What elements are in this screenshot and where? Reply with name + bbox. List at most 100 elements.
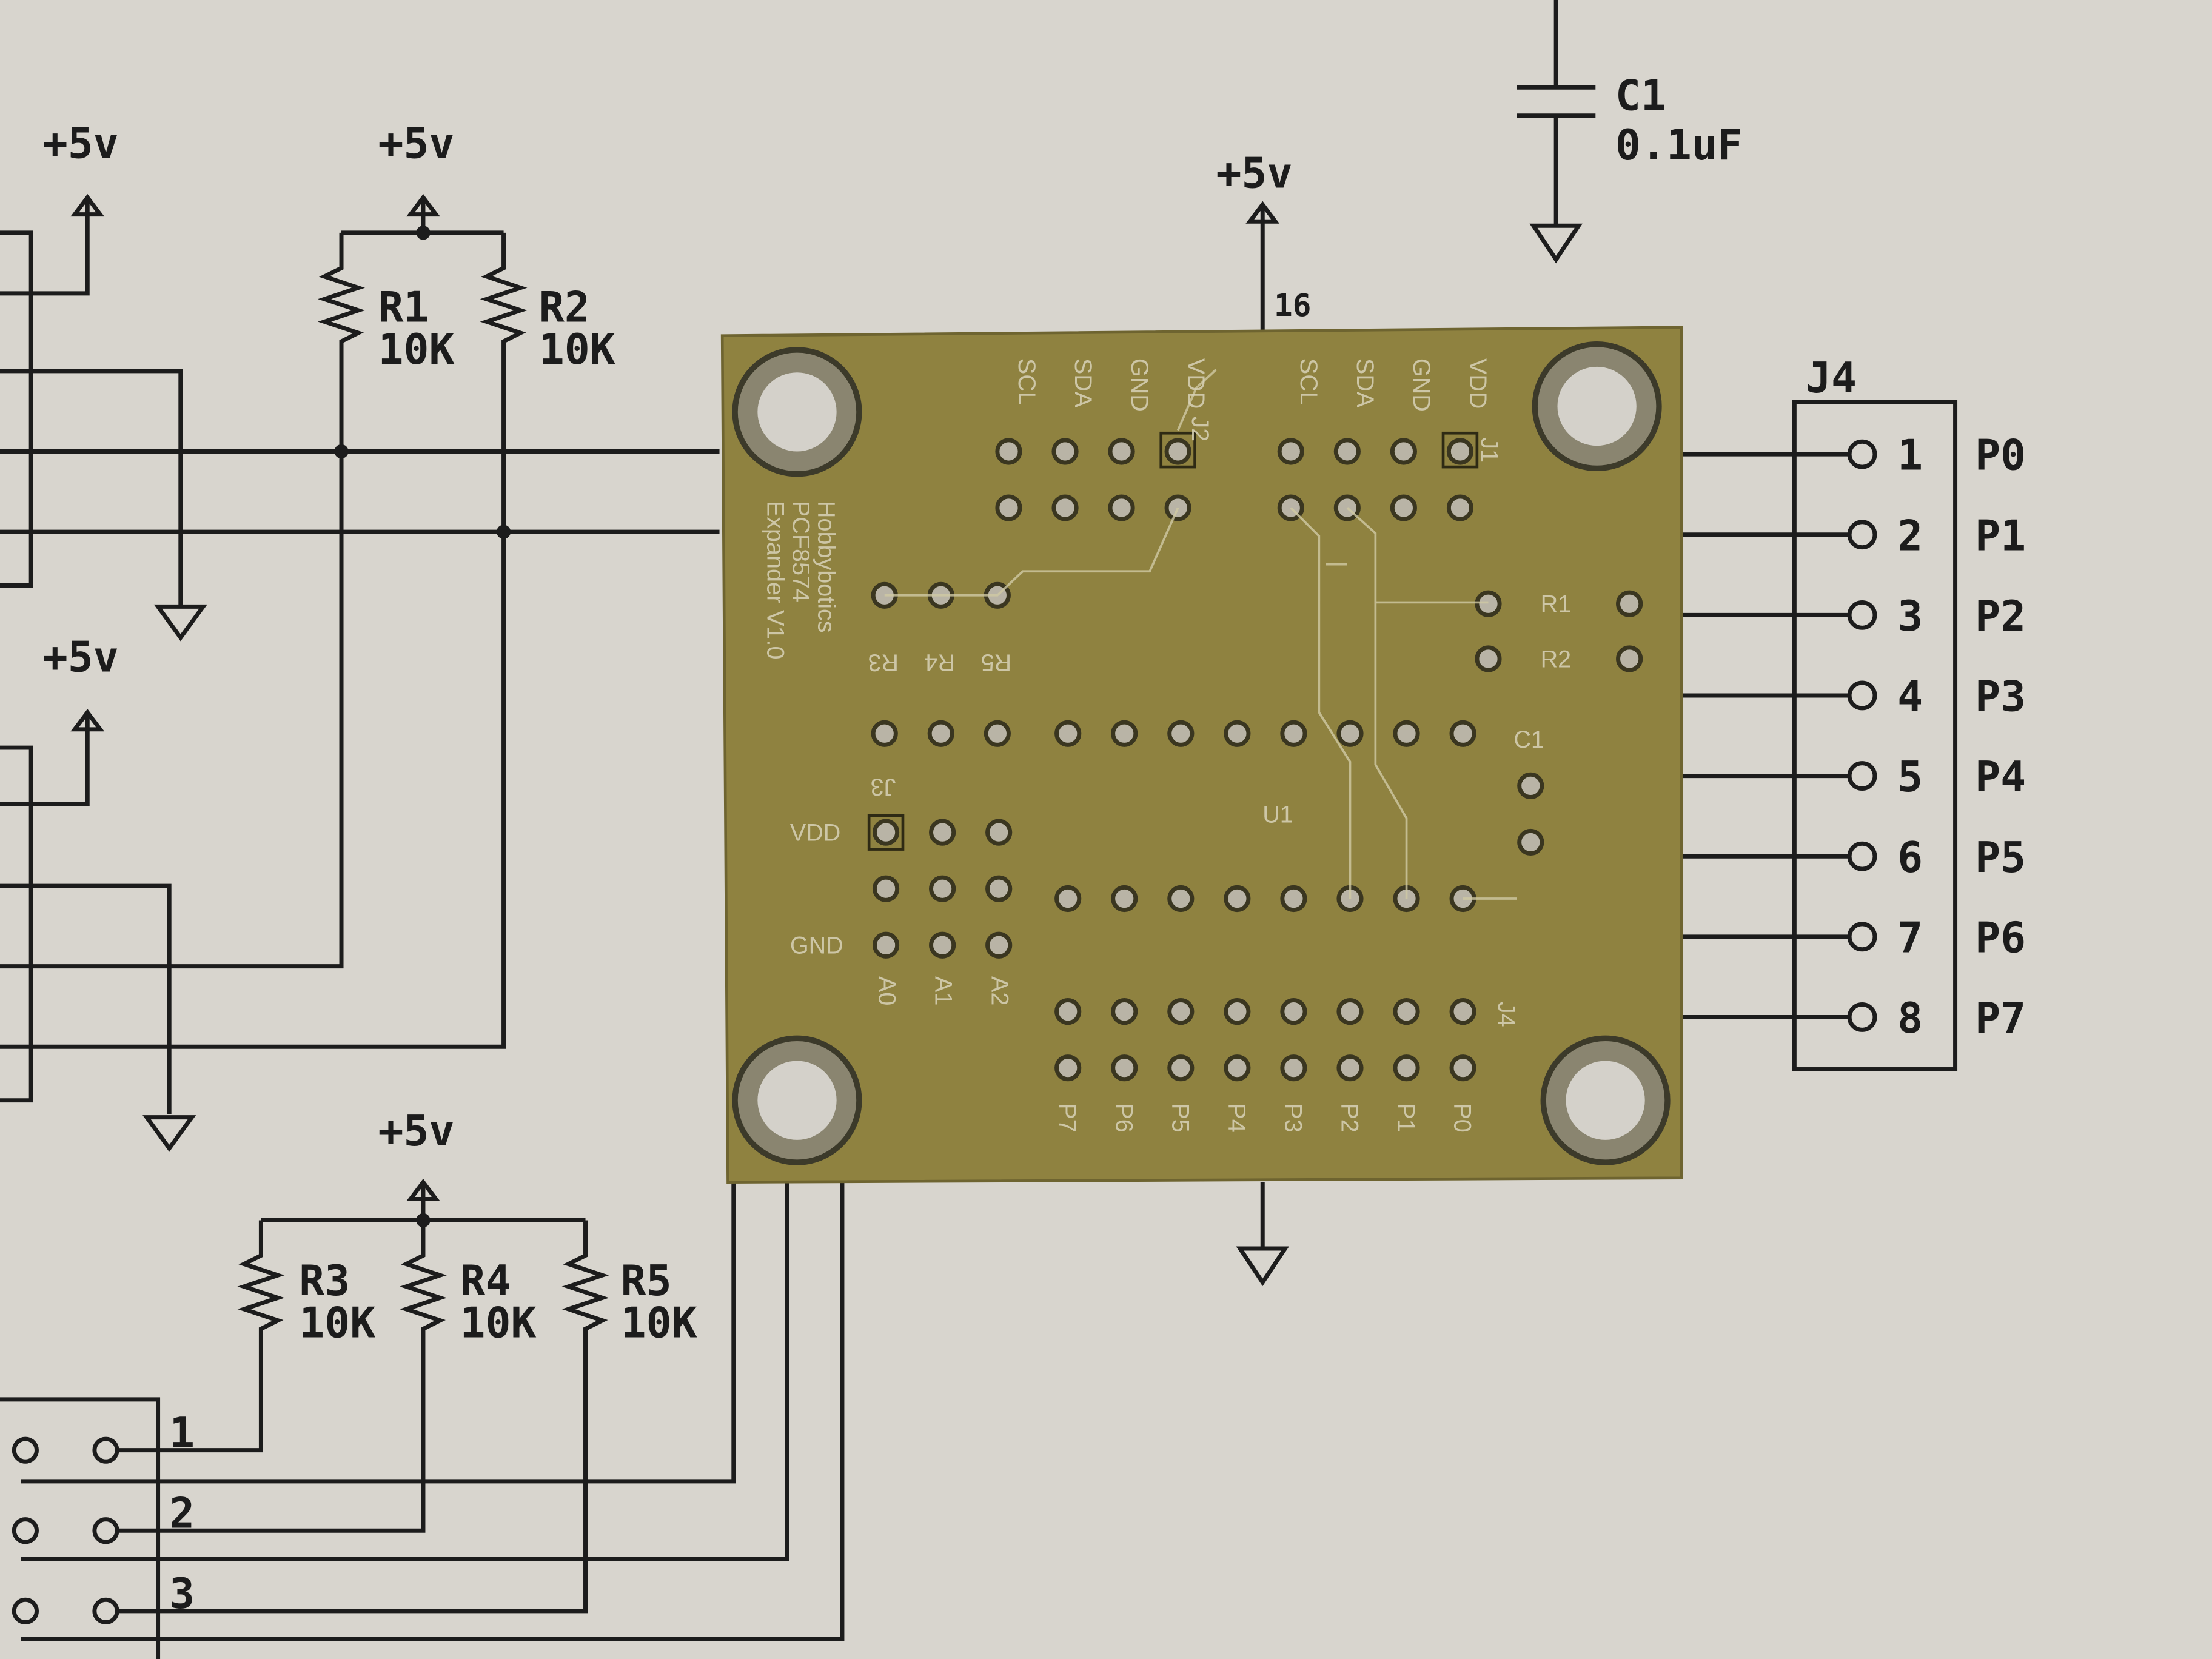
pad [1051,438,1079,465]
r1-silk: R1 [1541,591,1572,618]
pad [1167,1054,1195,1082]
pad [1280,1054,1307,1082]
mounting-hole-opening [1566,1061,1645,1140]
r2-ref: R2 [539,283,590,332]
pad [1475,590,1502,617]
pad [1054,1054,1082,1082]
j2-ref: J2 [1187,416,1213,441]
pad [995,494,1022,521]
pad [1280,720,1307,747]
pad [1111,998,1138,1025]
pin-number: 8 [1897,994,1923,1043]
pad [1054,998,1082,1025]
pad [1277,438,1304,465]
pin-terminal-icon [1847,520,1877,550]
supply-arrow-icon [70,709,105,732]
mounting-hole-opening [757,372,837,452]
pad [1167,720,1195,747]
jumper-num: 1 [169,1409,195,1458]
pad [1111,720,1138,747]
pad [1280,998,1307,1025]
header-pin-silk: VDD [1182,358,1209,409]
mounting-hole-opening [1557,366,1637,446]
pin-terminal-icon [1847,922,1877,952]
r2-value: 10K [539,325,615,374]
j3-gnd-silk: GND [790,933,843,959]
supply-label: +5v [1216,149,1292,198]
supply-label: +5v [378,119,455,169]
pin-name: P2 [1975,592,2026,641]
j4-pin-silk: P6 [1110,1103,1137,1132]
mounting-hole-opening [757,1061,837,1140]
j4-pin-silk: P2 [1336,1103,1363,1132]
pad [1224,885,1251,913]
pin-number: 5 [1897,752,1923,802]
header-pin-silk: SCL [1295,358,1322,405]
pad [1616,645,1643,672]
a0-silk: A0 [873,976,900,1005]
pad [1393,998,1420,1025]
pad [872,931,900,959]
title-line: PCF8574 [788,501,814,602]
j4-ref: J4 [1806,354,1857,403]
header-pin-silk: VDD [1464,358,1491,409]
c1-ref: C1 [1615,71,1666,120]
r3-value: 10K [299,1299,375,1348]
pad [985,819,1013,846]
pin-name: P6 [1975,913,2026,962]
pad [929,931,956,959]
pad [1333,438,1361,465]
pad [1449,998,1476,1025]
pad [1517,828,1544,856]
pad [985,931,1013,959]
header-pin-silk: SDA [1352,358,1378,408]
u1-silk: U1 [1262,801,1293,828]
j1-ref: J1 [1476,437,1503,463]
r5-value: 10K [621,1299,697,1348]
supply-label: +5v [42,632,119,682]
pin-terminal-icon [1847,600,1877,630]
pad [1446,438,1474,465]
pad [929,875,956,902]
ground-icon [142,1115,196,1152]
pad [1449,720,1476,747]
pad [1449,1054,1476,1082]
header-pin-silk: GND [1126,358,1153,412]
pad [1108,438,1135,465]
pad [1336,998,1364,1025]
j4-pin-silk: P0 [1449,1103,1476,1132]
j4-pin-silk: P7 [1054,1103,1081,1132]
pad [929,819,956,846]
j3-vdd-silk: VDD [790,820,841,846]
pin-number: 6 [1897,833,1923,882]
r2-silk: R2 [1541,646,1572,672]
pin-terminal-icon [1847,439,1877,469]
j4-pin-silk: P1 [1393,1103,1419,1132]
pin-terminal-icon [1847,680,1877,711]
pad [995,438,1022,465]
pad [985,875,1013,902]
schematic: +5v +5v R1 10K R2 10K +5v +5v R3 10K R4 … [0,0,2026,1659]
supply-arrow-icon [70,193,440,217]
pad [1108,494,1135,521]
pad [1390,494,1417,521]
pin-terminal-icon [1847,1002,1877,1032]
pad [927,720,954,747]
pad [1475,645,1502,672]
j3-silk: J3 [871,773,896,800]
pad [1393,720,1420,747]
a2-silk: A2 [987,976,1013,1005]
header-pin-silk: SCL [1013,358,1040,405]
pin-number: 1 [1897,431,1923,480]
pad [1224,998,1251,1025]
pin-number: 2 [1897,511,1923,560]
r4-value: 10K [460,1299,536,1348]
pin-terminal-icon [1847,841,1877,871]
pin-terminal-icon [1847,761,1877,791]
supply-label: +5v [42,119,119,169]
pad [1051,494,1079,521]
pin-name: P1 [1975,511,2026,560]
pad [1164,438,1191,465]
ground-icon [153,604,207,642]
r3-silk: R3 [868,649,899,676]
